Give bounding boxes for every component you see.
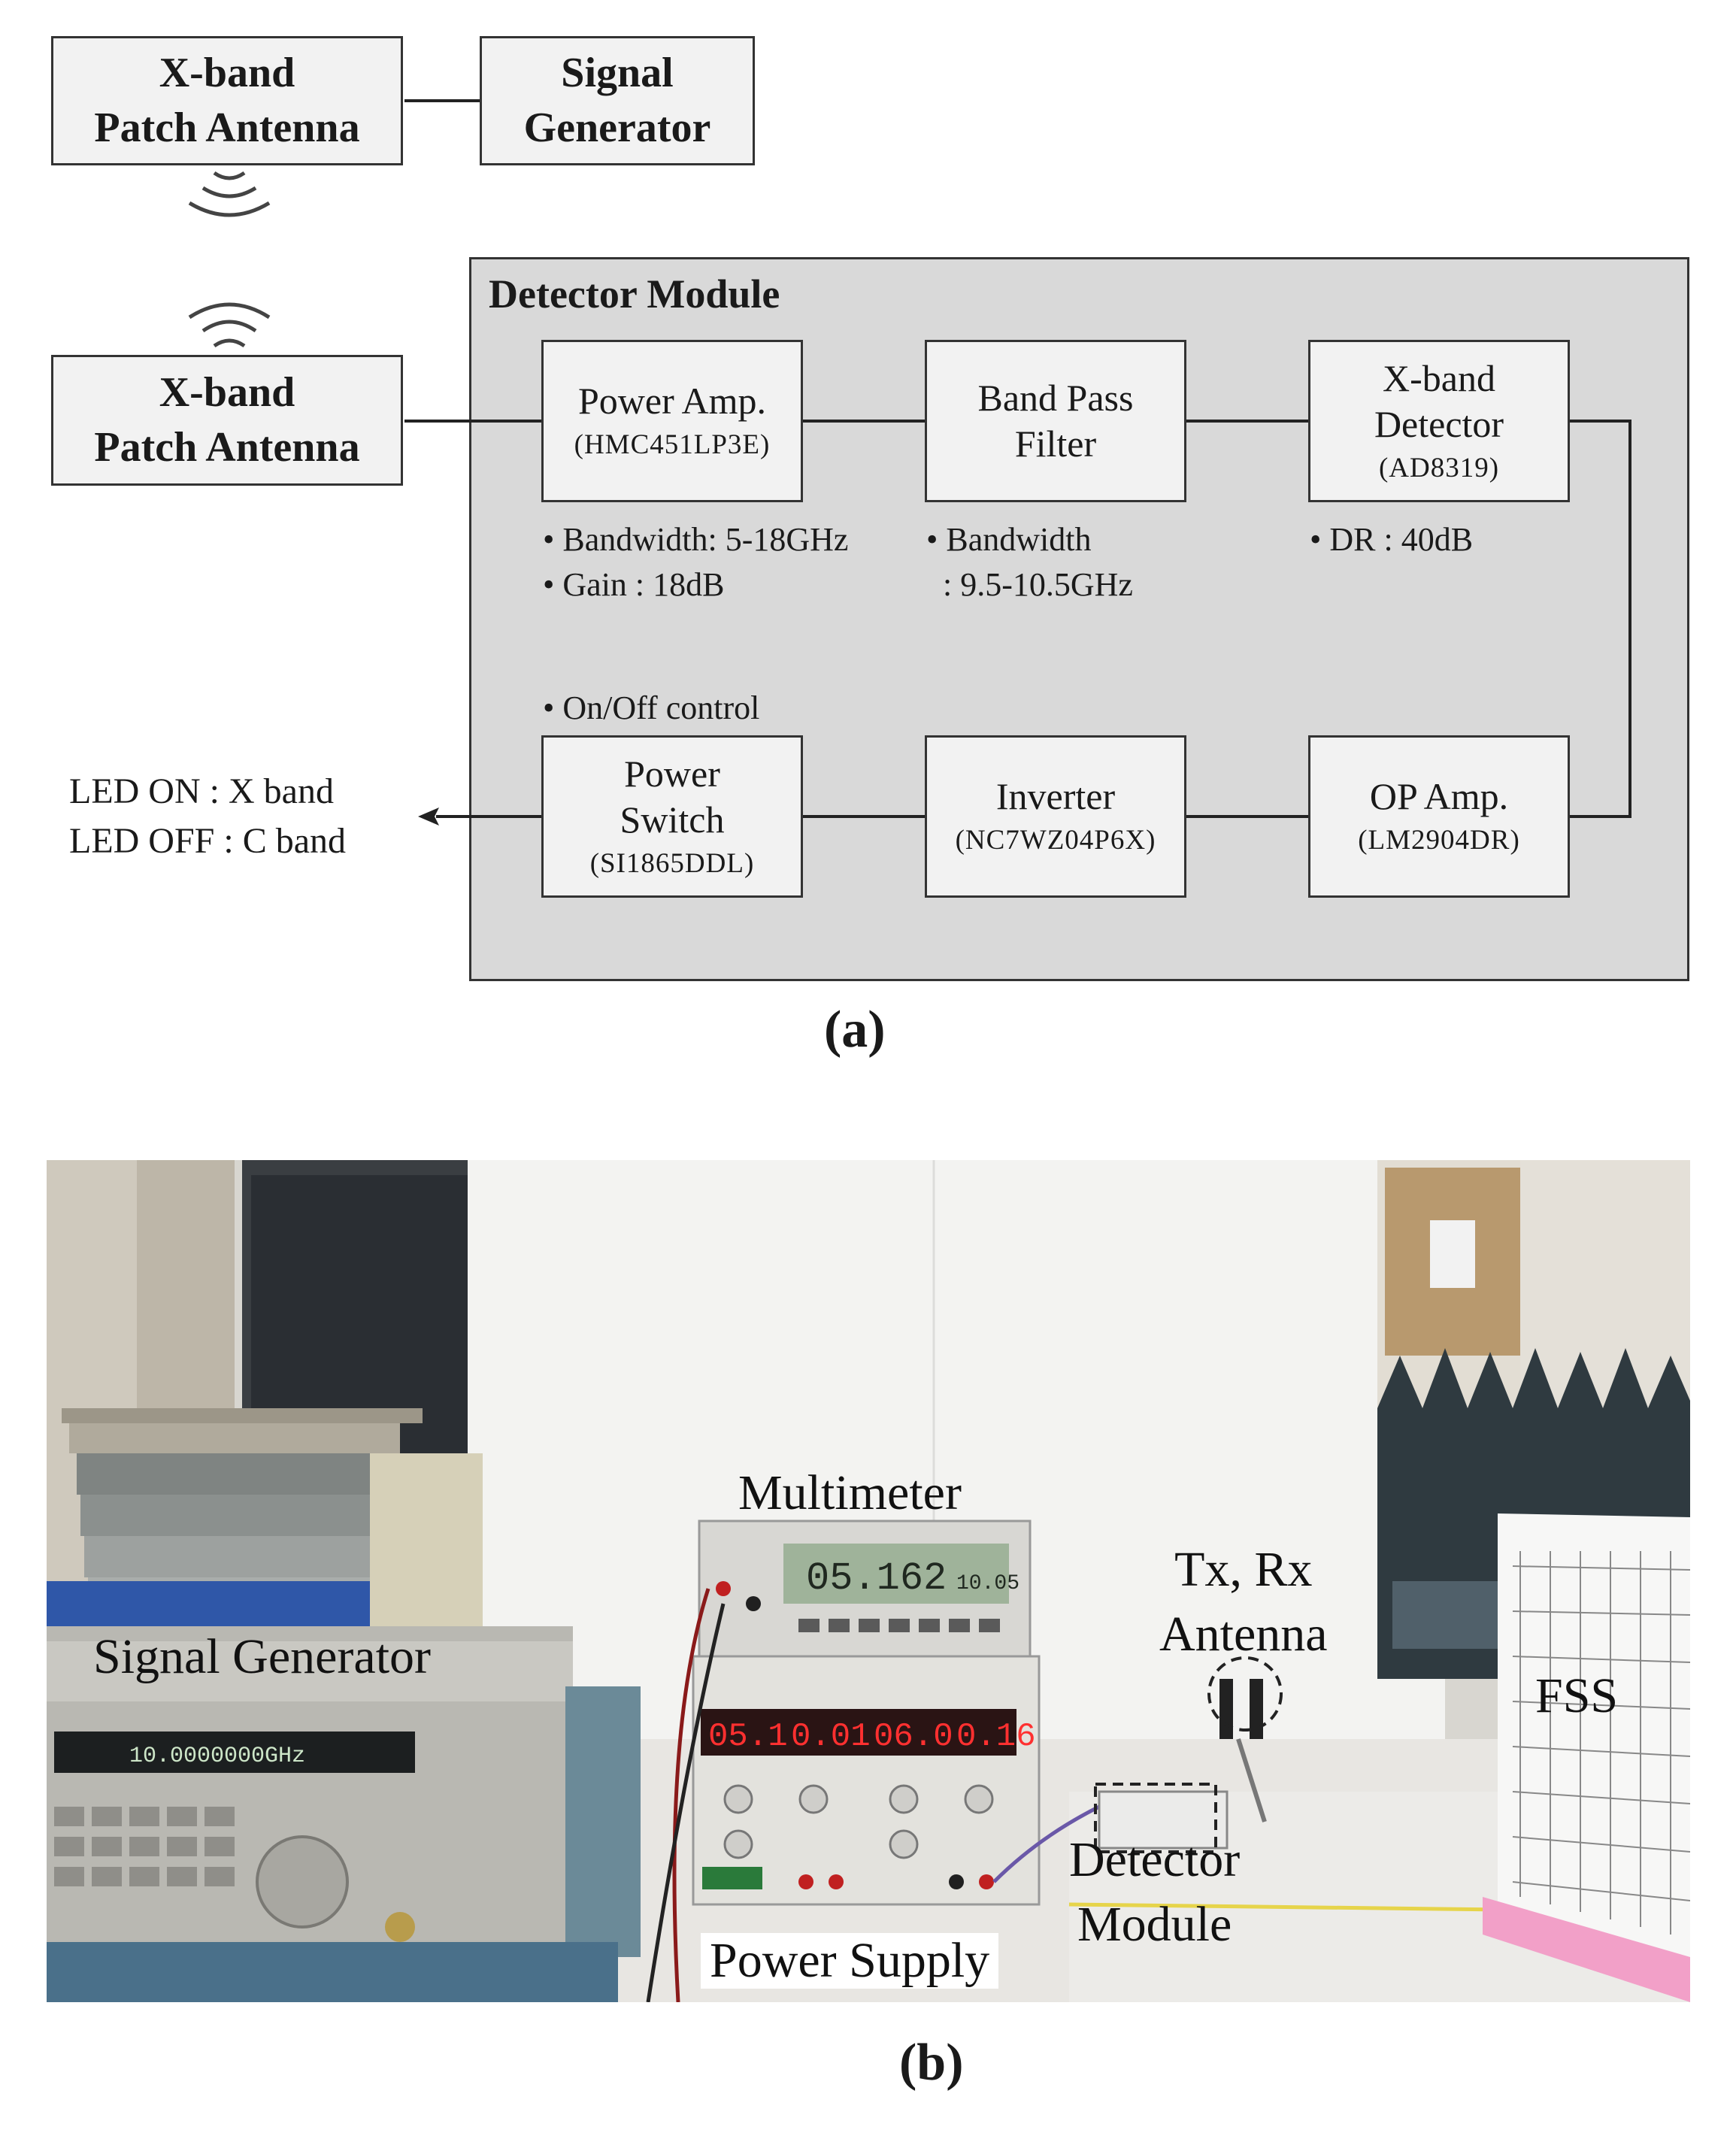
- rx-patch-antenna-label: X-band Patch Antenna: [94, 369, 360, 471]
- ps-i2: 0.16: [956, 1718, 1036, 1756]
- lab-scene: 10.0000000GHz 05.162 10.05 05.1 0.01 06.…: [47, 1160, 1690, 2002]
- inverter-title: Inverter: [995, 775, 1116, 818]
- signal-generator-photo-label: Signal Generator: [93, 1629, 432, 1684]
- x-band-detector-block: X-band Detector (AD8319): [1308, 340, 1570, 502]
- multimeter-aux-reading: 10.05: [956, 1572, 1019, 1595]
- power-switch-block: Power Switch (SI1865DDL): [541, 735, 803, 898]
- ps-v2: 06.0: [874, 1718, 953, 1756]
- lab-setup-photo: 10.0000000GHz 05.162 10.05 05.1 0.01 06.…: [47, 1160, 1690, 2002]
- led-on-label: LED ON : X band: [69, 771, 334, 811]
- detector-module-photo-label: Detector Module: [1069, 1832, 1241, 1952]
- caption-a: (a): [824, 1001, 886, 1059]
- switch-note-control: • On/Off control: [543, 689, 760, 726]
- detector-note-dr: • DR : 40dB: [1310, 521, 1474, 558]
- fss-label: FSS: [1535, 1668, 1619, 1723]
- bpf-note-range: : 9.5-10.5GHz: [926, 566, 1133, 603]
- inverter-block: Inverter (NC7WZ04P6X): [925, 735, 1186, 898]
- rx-patch-antenna-block: X-band Patch Antenna: [51, 355, 403, 486]
- op-amp-title: OP Amp.: [1369, 775, 1509, 818]
- detector-part: (AD8319): [1378, 452, 1500, 483]
- bpf-note-bandwidth: • Bandwidth: [926, 521, 1092, 558]
- radio-wave-emit-icon: [188, 171, 271, 217]
- detector-module-title: Detector Module: [489, 271, 780, 317]
- op-amp-part: (LM2904DR): [1358, 825, 1520, 856]
- detector-title: X-band Detector: [1374, 356, 1504, 445]
- power-amp-note-bandwidth: • Bandwidth: 5-18GHz: [543, 521, 849, 558]
- tx-patch-antenna-block: X-band Patch Antenna: [51, 36, 403, 165]
- power-amp-note-gain: • Gain : 18dB: [543, 566, 725, 603]
- power-amp-title: Power Amp.: [578, 380, 766, 423]
- inverter-part: (NC7WZ04P6X): [955, 825, 1156, 856]
- sg-display-text: 10.0000000GHz: [129, 1744, 305, 1769]
- tx-rx-antenna-label: Tx, Rx Antenna: [1159, 1542, 1328, 1662]
- ps-i1: 0.01: [791, 1718, 871, 1756]
- power-supply-label: Power Supply: [701, 1933, 999, 1989]
- caption-b: (b): [899, 2034, 964, 2092]
- multimeter-main-reading: 05.162: [806, 1556, 947, 1601]
- tx-patch-antenna-label: X-band Patch Antenna: [94, 50, 360, 151]
- power-amp-part: (HMC451LP3E): [574, 429, 771, 461]
- radio-wave-receive-icon: [188, 302, 271, 348]
- band-pass-filter-block: Band Pass Filter: [925, 340, 1186, 502]
- signal-generator-block: Signal Generator: [480, 36, 755, 165]
- signal-generator-label: Signal Generator: [523, 50, 711, 151]
- bpf-title: Band Pass Filter: [977, 377, 1134, 465]
- switch-part: (SI1865DDL): [589, 847, 755, 879]
- led-off-label: LED OFF : C band: [69, 821, 347, 861]
- multimeter-label: Multimeter: [738, 1465, 962, 1520]
- connection-wires: [404, 99, 1631, 826]
- power-amp-block: Power Amp. (HMC451LP3E): [541, 340, 803, 502]
- ps-v1: 05.1: [708, 1718, 788, 1756]
- op-amp-block: OP Amp. (LM2904DR): [1308, 735, 1570, 898]
- switch-title: Power Switch: [620, 752, 725, 841]
